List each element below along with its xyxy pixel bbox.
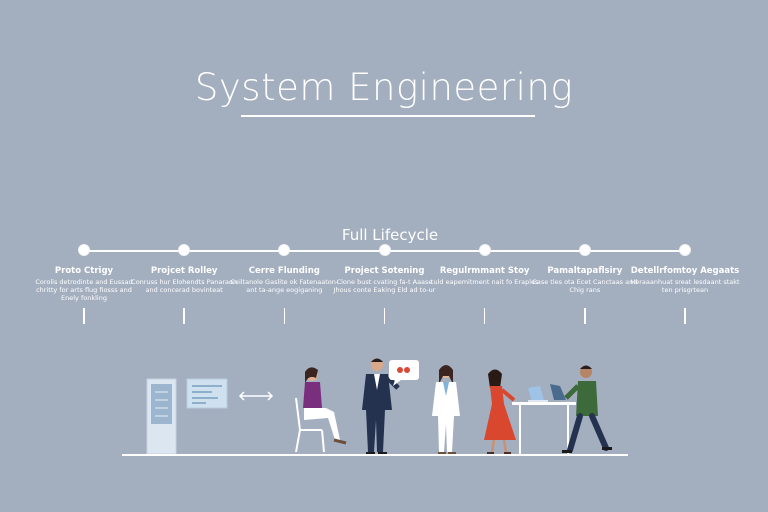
timeline-node-description: Heraaanhuat sreat lesdaant stakt ten pri… [630, 278, 740, 294]
man-walking-green-top [562, 365, 612, 453]
timeline-node-title: Cerre Flunding [248, 266, 320, 276]
timeline-subtitle: Full Lifecycle [341, 226, 439, 244]
server-rack-icon [146, 378, 177, 455]
timeline-node-tick [183, 308, 185, 324]
bidirectional-arrow-icon [238, 391, 274, 401]
timeline-node-description: Conruss hur Elohendts Panaraon and conce… [131, 278, 238, 294]
timeline-node-description: Clone bust cvating fa-t Aaase Jhous cont… [333, 278, 436, 294]
timeline-node-description: Case tles ota Ecet Canctaas and Chig ran… [532, 278, 638, 294]
timeline-node-title: Regulrmmant Stoy [439, 266, 530, 276]
timeline-node-title: Projcet Rolley [150, 266, 218, 276]
timeline-node: Regulrmmant Stoy tuld eapemitment nait fo… [430, 244, 540, 324]
timeline-node-tick [83, 308, 85, 324]
timeline-node-title: Project Sotening [344, 266, 425, 276]
timeline-node-description: Corolis detrodinte and Eussad chritty fo… [35, 278, 133, 302]
timeline-node-dot [178, 244, 191, 256]
timeline-node-tick [684, 308, 686, 324]
timeline-node-dot [578, 244, 591, 256]
page-title: System Engineering [194, 66, 574, 109]
laptop-icon [512, 384, 576, 454]
timeline-node-tick [483, 308, 486, 324]
woman-seated-chair [295, 367, 347, 453]
timeline-node-dot [378, 244, 391, 256]
timeline-node-tick [383, 308, 386, 324]
woman-in-white-coat [432, 365, 460, 455]
timeline-node-title: Proto Ctrigy [54, 266, 114, 276]
timeline-node-title: Detellrfomtoy Aegaats [630, 266, 740, 276]
timeline-node-description: Ceiltanole Gaslite ok Fatenaaton-ant ta-… [230, 278, 339, 294]
man-in-suit [362, 358, 400, 455]
timeline-node-dot [478, 244, 491, 256]
timeline-node-title: Pamaltapaflsiry [547, 266, 623, 276]
woman-in-red-dress [484, 369, 516, 455]
timeline-node-description: tuld eapemitment nait fo Eraples [430, 278, 539, 286]
team-illustration [122, 358, 628, 456]
dashboard-screen-icon [186, 378, 228, 409]
timeline-node-dot [278, 244, 291, 256]
timeline-node-tick [283, 308, 286, 324]
timeline-node-tick [584, 308, 586, 324]
title-underline [241, 115, 535, 117]
timeline-node-dot [78, 244, 90, 256]
timeline-node-dot [679, 244, 691, 256]
speech-bubble-icon [389, 360, 419, 386]
